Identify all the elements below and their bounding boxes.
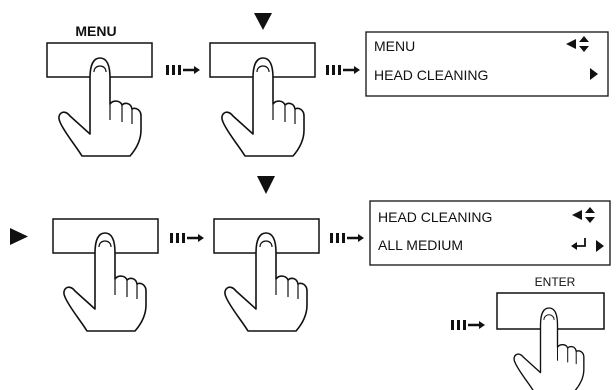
lcd-line-2: ALL MEDIUM bbox=[378, 237, 463, 253]
down-triangle-icon bbox=[257, 176, 275, 194]
menu-key-label: MENU bbox=[75, 23, 116, 39]
right-triangle-icon bbox=[590, 68, 598, 80]
lcd-line-1: MENU bbox=[374, 38, 415, 54]
down-triangle-icon bbox=[254, 13, 272, 30]
lcd-screen-1: MENU HEAD CLEANING bbox=[365, 31, 609, 97]
row-2: HEAD CLEANING ALL MEDIUM bbox=[10, 176, 611, 332]
lcd-screen-2: HEAD CLEANING ALL MEDIUM bbox=[369, 200, 611, 266]
flow-arrow-icon bbox=[451, 320, 485, 330]
flow-arrow-icon bbox=[326, 65, 360, 75]
flow-arrow-icon bbox=[330, 233, 364, 243]
right-triangle-icon bbox=[10, 228, 28, 245]
flow-arrow-icon bbox=[166, 65, 200, 75]
return-arrow-icon bbox=[571, 238, 586, 250]
enter-key-label: ENTER bbox=[535, 275, 576, 289]
lcd-line-2: HEAD CLEANING bbox=[374, 67, 488, 83]
cursor-keys-indicator-icon bbox=[572, 207, 595, 223]
row-1: MENU MENU HEAD CLEANING bbox=[46, 13, 609, 157]
right-triangle-icon bbox=[596, 240, 604, 252]
lcd-line-1: HEAD CLEANING bbox=[378, 209, 492, 225]
cursor-keys-indicator-icon bbox=[566, 36, 589, 52]
flow-arrow-icon bbox=[170, 233, 204, 243]
enter-step: ENTER bbox=[451, 275, 605, 390]
